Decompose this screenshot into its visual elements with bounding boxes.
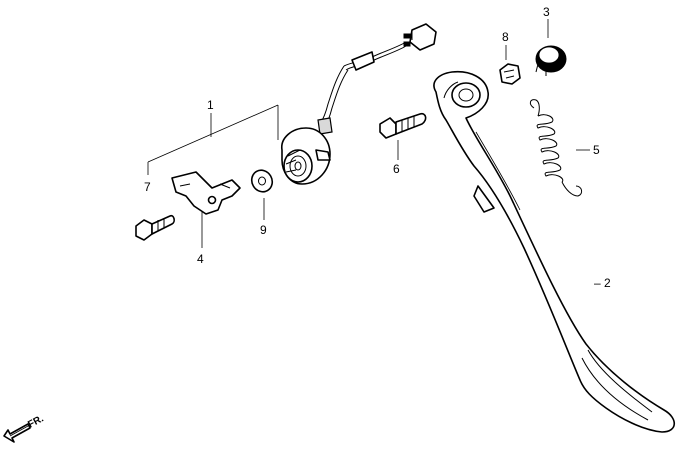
bracket-bolt <box>135 214 175 241</box>
label-part-2: – 2 <box>594 276 611 290</box>
side-stand <box>433 70 676 433</box>
side-stand-switch <box>281 23 437 185</box>
pivot-bolt <box>379 112 427 139</box>
stand-rubber-cap <box>535 45 567 76</box>
label-part-4: 4 <box>197 252 204 266</box>
front-direction-label: FR. <box>26 413 46 430</box>
label-part-7: 7 <box>144 180 151 194</box>
label-part-6: 6 <box>393 162 400 176</box>
washer <box>250 169 274 193</box>
label-part-3: 3 <box>543 5 550 19</box>
label-part-5: 5 <box>593 143 600 157</box>
switch-bracket <box>171 171 241 215</box>
spring <box>529 99 583 197</box>
label-part-8: 8 <box>502 30 509 44</box>
label-part-9: 9 <box>260 223 267 237</box>
leader-lines <box>147 19 590 248</box>
nut <box>499 63 521 85</box>
front-arrow-icon <box>3 423 31 443</box>
label-part-1: 1 <box>207 98 214 112</box>
